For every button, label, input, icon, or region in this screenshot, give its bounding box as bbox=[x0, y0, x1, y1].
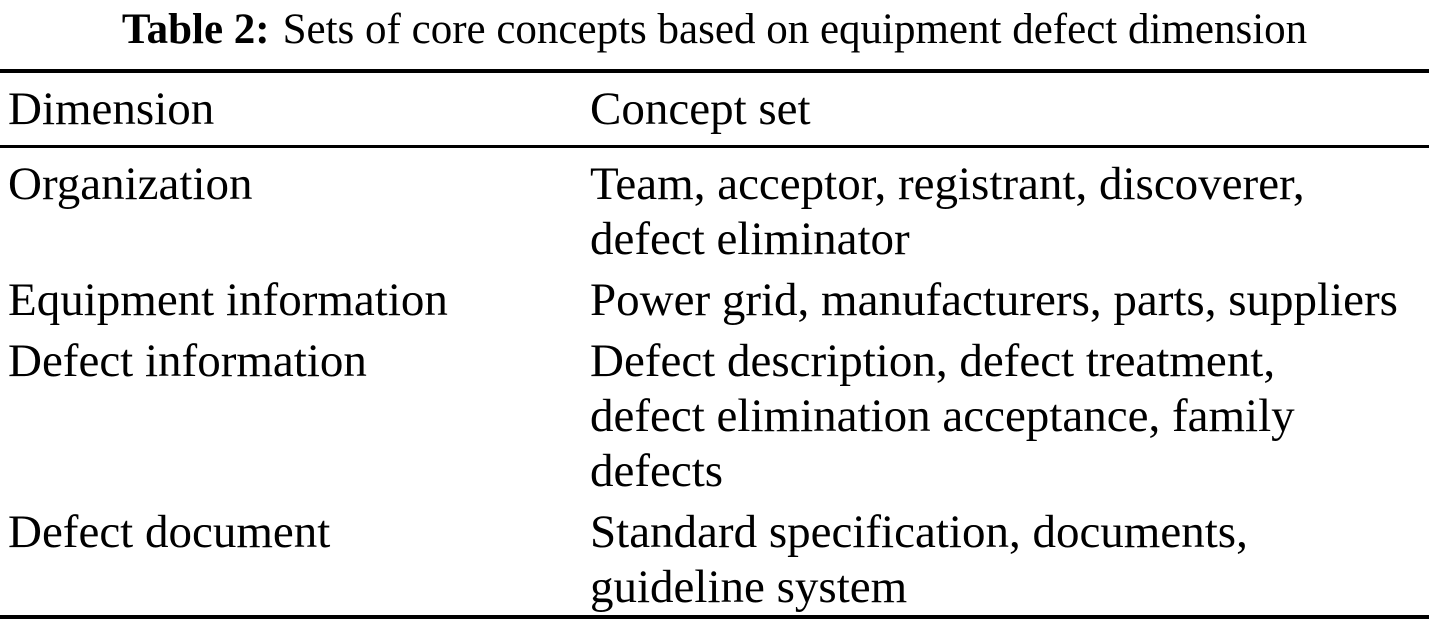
table-header-row: Dimension Concept set bbox=[0, 73, 1429, 145]
dimension-cell: Equipment information bbox=[8, 274, 448, 326]
dimension-cell: Defect document bbox=[8, 506, 331, 558]
column-header-dimension: Dimension bbox=[8, 83, 215, 135]
table-row-defect-information: Defect information Defect description, d… bbox=[0, 328, 1429, 499]
table-caption-label: Table 2: bbox=[121, 6, 270, 53]
table-header-rule bbox=[0, 145, 1429, 148]
column-header-concept-set: Concept set bbox=[590, 83, 811, 135]
table-bottom-rule bbox=[0, 615, 1429, 619]
table-caption-text: Sets of core concepts based on equipment… bbox=[282, 6, 1308, 53]
concept-set-cell: Power grid, manufacturers, parts, suppli… bbox=[590, 274, 1398, 326]
table-row-defect-document: Defect document Standard specification, … bbox=[0, 499, 1429, 615]
table-row-equipment-information: Equipment information Power grid, manufa… bbox=[0, 267, 1429, 328]
concept-set-cell: Standard specification, documents, guide… bbox=[590, 506, 1248, 613]
table-row-organization: Organization Team, acceptor, registrant,… bbox=[0, 151, 1429, 267]
table-caption: Table 2: Sets of core concepts based on e… bbox=[0, 0, 1429, 55]
table-body: Organization Team, acceptor, registrant,… bbox=[0, 148, 1429, 615]
concept-set-cell: Defect description, defect treatment, de… bbox=[590, 335, 1295, 497]
concept-set-cell: Team, acceptor, registrant, discoverer, … bbox=[590, 158, 1305, 265]
dimension-cell: Defect information bbox=[8, 335, 367, 387]
table-top-rule bbox=[0, 69, 1429, 73]
dimension-cell: Organization bbox=[8, 158, 253, 210]
